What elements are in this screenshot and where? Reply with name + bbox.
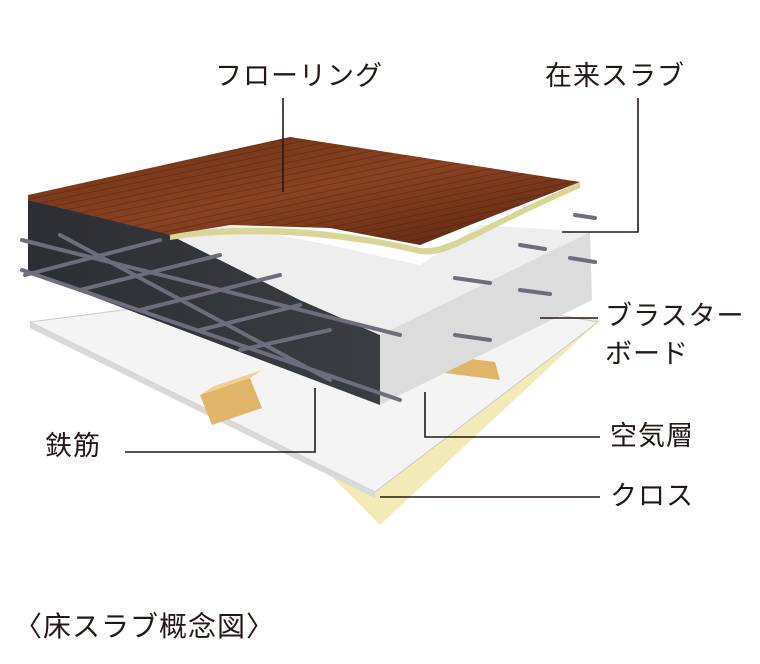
leader-lines (125, 98, 639, 498)
label-slab: 在来スラブ (545, 61, 685, 92)
label-plasterboard-line1: ブラスター (605, 301, 745, 332)
wood-joist (200, 378, 262, 425)
label-air-layer: 空気層 (610, 421, 694, 452)
slab-right-face (380, 232, 592, 405)
rebar-group (20, 213, 597, 402)
label-cloth: クロス (610, 481, 694, 512)
diagram-caption: 〈床スラブ概念図〉 (14, 610, 276, 643)
label-plasterboard-line2: ボード (605, 339, 689, 370)
label-rebar: 鉄筋 (45, 431, 101, 462)
label-flooring: フローリング (215, 61, 383, 92)
